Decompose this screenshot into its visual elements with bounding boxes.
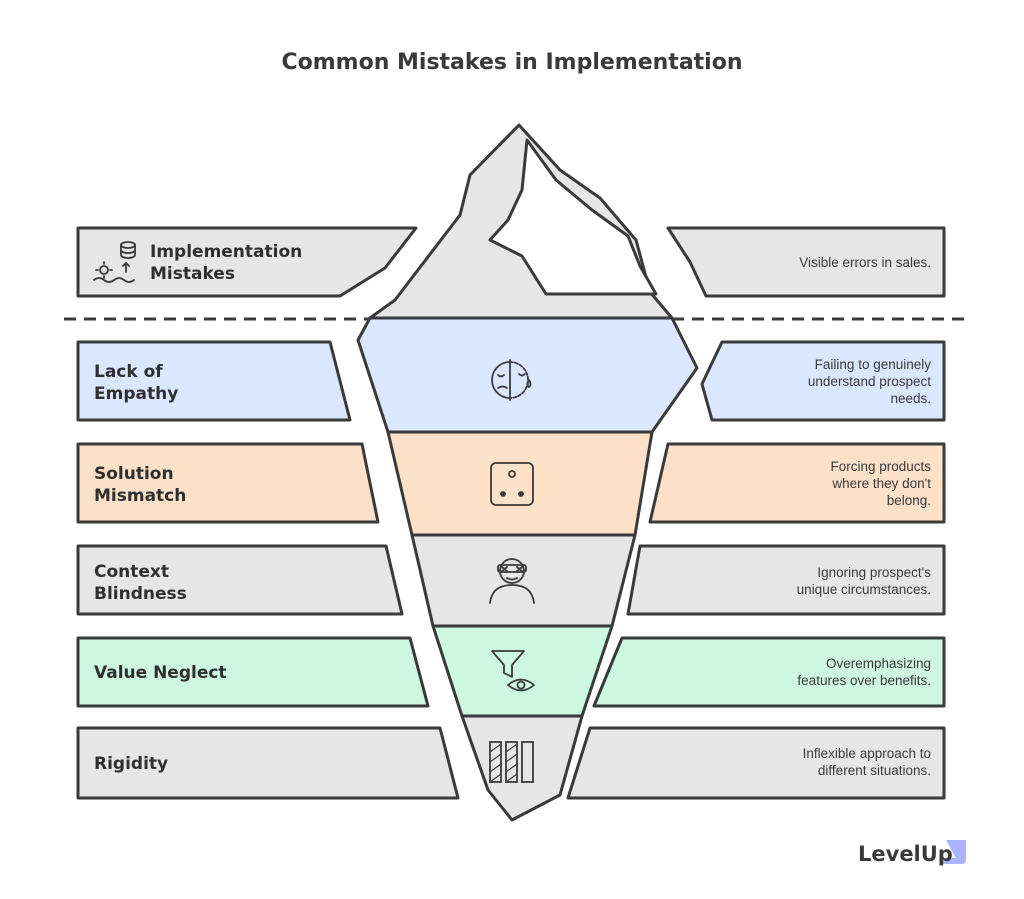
iceberg-snow-cap [488,138,658,296]
page-title: Common Mistakes in Implementation [281,50,743,75]
layer-label-context: Context Blindness [94,562,187,604]
right-panel-context [626,544,946,616]
left-panel-empathy [76,340,352,422]
iceberg-band-context [410,533,637,628]
bars-icon [489,741,534,783]
layer-desc-top: Visible errors in sales. [799,255,931,270]
half-face-tear-icon [491,359,532,401]
dice-icon [490,462,534,506]
layer-label-solution: Solution Mismatch [94,464,187,506]
brand-logo: LevelUp [858,842,953,866]
layer-label-top: Implementation Mistakes [150,242,303,284]
left-panel-rigidity [76,726,460,800]
left-panel-value [76,636,430,708]
left-panel-context [76,544,404,616]
layer-label-rigidity: Rigidity [94,754,169,774]
blindfolded-person-icon [489,558,535,604]
iceberg-band-value [431,624,614,718]
layer-desc-value: Overemphasizing features over benefits. [797,656,931,688]
database-growth-icon [93,241,136,283]
left-panel-top [76,226,418,298]
right-panel-value [592,636,946,708]
right-panel-rigidity [566,726,946,800]
layer-desc-context: Ignoring prospect's unique circumstances… [796,565,931,597]
right-panel-empathy [700,340,946,422]
layer-label-empathy: Lack of Empathy [94,362,179,404]
brand-accent-icon [942,840,966,864]
funnel-eye-icon [491,650,535,692]
iceberg-band-solution [386,430,654,537]
left-panel-solution [76,442,380,524]
right-panel-top [666,226,946,298]
layer-label-value: Value Neglect [94,663,227,683]
layer-desc-rigidity: Inflexible approach to different situati… [802,746,931,778]
layer-desc-empathy: Failing to genuinely understand prospect… [807,357,931,406]
right-panel-solution [648,442,946,524]
layer-desc-solution: Forcing products where they don't belong… [830,459,931,508]
